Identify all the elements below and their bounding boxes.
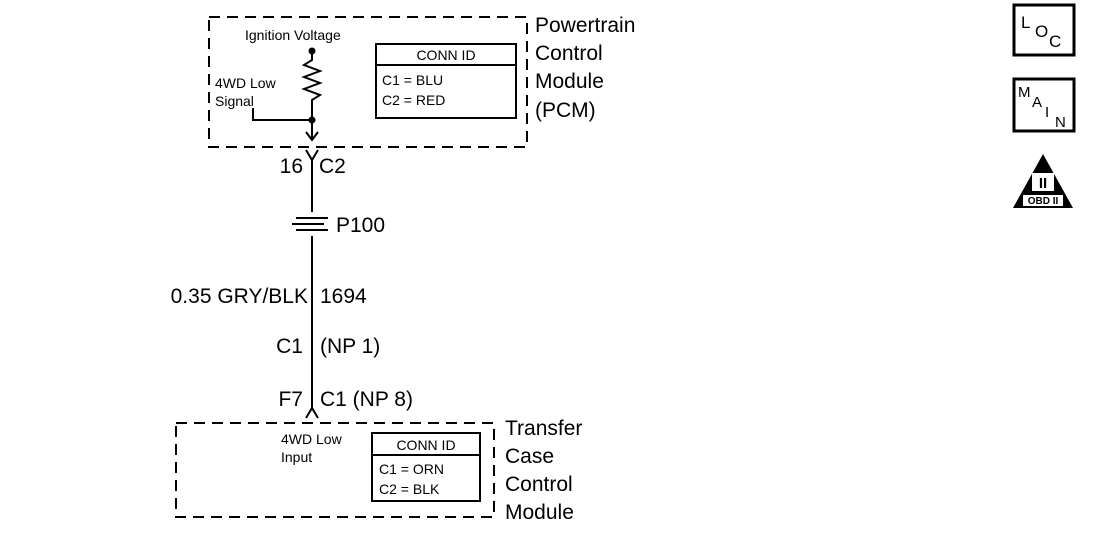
obd-ii-icon[interactable]: II OBD II [1013,154,1073,208]
tccm-conn-id-row: C2 = BLK [379,481,440,497]
pull-up-resistor-icon [301,51,323,120]
pcm-name-line-2: Control [535,42,603,65]
splice-p100-icon [292,217,328,231]
signal-label-line-1: 4WD Low [215,75,277,91]
svg-text:I: I [1045,104,1049,121]
wire-gauge-color: 0.35 GRY/BLK [171,285,308,308]
tccm-connector-id: C1 (NP 8) [320,388,413,411]
down-arrow-icon [305,131,319,142]
input-label-line-1: 4WD Low [281,431,343,447]
loc-icon[interactable]: L O C [1012,3,1076,57]
tccm-pin-number: F7 [278,388,303,411]
svg-text:L: L [1021,13,1030,32]
svg-text:N: N [1055,114,1066,131]
svg-text:II: II [1039,175,1047,192]
svg-text:C: C [1049,32,1061,51]
pcm-name-line-1: Powertrain [535,14,635,37]
pcm-conn-id-row: C2 = RED [382,92,445,108]
splice-label: P100 [336,214,385,237]
signal-label-line-2: Signal [215,93,254,109]
pcm-connector-icon [305,149,319,162]
main-icon[interactable]: M A I N [1012,77,1076,133]
tccm-name-line-1: Transfer [505,417,582,440]
circuit-wire: 16 C2 P100 0.35 GRY/BLK 1694 C1 (NP 1) F… [171,149,413,419]
tccm-name-line-3: Control [505,473,573,496]
circuit-number: 1694 [320,285,367,308]
tccm-outline [175,422,495,518]
pcm-outline [208,16,528,148]
pcm-conn-id-table: CONN ID C1 = BLU C2 = RED [375,43,517,119]
tccm-module: Transfer Case Control Module 4WD Low Inp… [175,417,582,524]
pcm-name-line-4: (PCM) [535,99,596,122]
tccm-conn-id-title: CONN ID [396,437,455,453]
input-label-line-2: Input [281,449,312,465]
tccm-conn-id-table: CONN ID C1 = ORN C2 = BLK [371,432,481,502]
pcm-conn-id-title: CONN ID [416,47,475,63]
pcm-pin-number: 16 [280,155,303,178]
pcm-connector-id: C2 [319,155,346,178]
svg-text:O: O [1035,22,1048,41]
tccm-name-line-2: Case [505,445,554,468]
ignition-voltage-label: Ignition Voltage [245,27,341,43]
tccm-name-line-4: Module [505,501,574,524]
svg-text:OBD II: OBD II [1028,196,1059,207]
signal-lead [252,108,312,121]
inline-connector-np: (NP 1) [320,335,380,358]
svg-text:A: A [1032,94,1042,111]
tccm-conn-id-row: C1 = ORN [379,461,444,477]
pcm-module: Powertrain Control Module (PCM) Ignition… [208,14,635,148]
svg-text:M: M [1018,84,1031,101]
pcm-name-line-3: Module [535,70,604,93]
inline-connector-id: C1 [276,335,303,358]
pcm-conn-id-row: C1 = BLU [382,72,443,88]
tccm-connector-icon [305,406,319,419]
